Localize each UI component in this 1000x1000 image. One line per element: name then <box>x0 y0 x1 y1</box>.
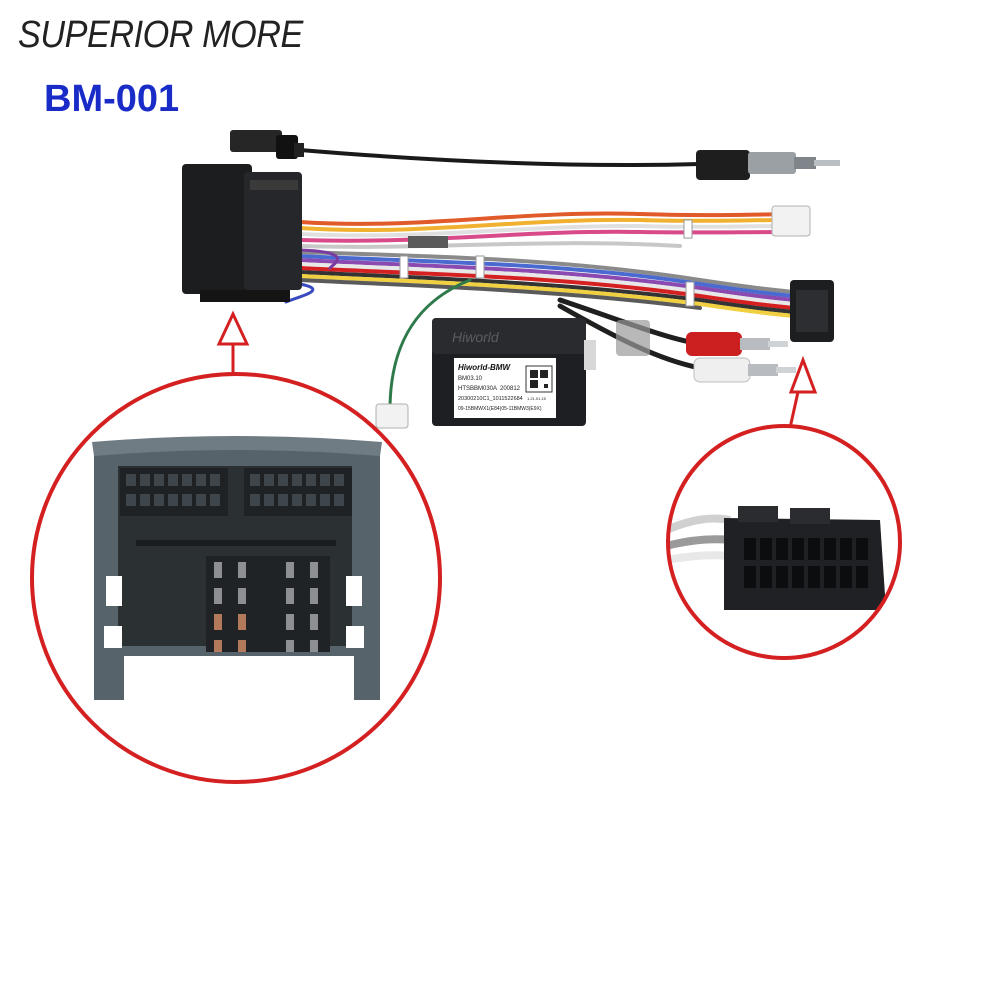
head-unit-plug <box>790 280 834 342</box>
model-number: BM-001 <box>44 78 180 120</box>
module-code: 200812 <box>500 386 521 392</box>
head-unit-plug-closeup <box>666 424 902 660</box>
up-arrow-icon <box>788 355 818 394</box>
canbus-module: Hiworld Hiworld-BMW BM03.10 HTSBBM030A 2… <box>432 318 596 426</box>
brand-title: SUPERIOR MORE <box>18 14 303 56</box>
module-line-4: 09-15BMWX1(E84)05-11BMW3(E9X) <box>458 406 542 412</box>
left-callout-arrow <box>216 310 250 382</box>
module-title: Hiworld-BMW <box>458 363 511 372</box>
up-arrow-icon <box>216 310 250 346</box>
white-plugs <box>375 205 811 429</box>
module-line-1: BM03.10 <box>458 376 483 382</box>
harness-plug-closeup <box>30 372 442 784</box>
wire-bundle <box>284 211 797 412</box>
module-date: 1.21.01.15 <box>527 396 547 401</box>
module-logo: Hiworld <box>452 329 500 345</box>
antenna-cable <box>230 130 840 180</box>
rca-plugs <box>616 320 796 383</box>
vehicle-harness-plug <box>182 164 302 302</box>
right-callout-arrow <box>788 355 818 429</box>
module-line-3: 20300210C1_1011522684 <box>458 396 523 402</box>
module-line-2: HTSBBM030A <box>458 386 497 392</box>
